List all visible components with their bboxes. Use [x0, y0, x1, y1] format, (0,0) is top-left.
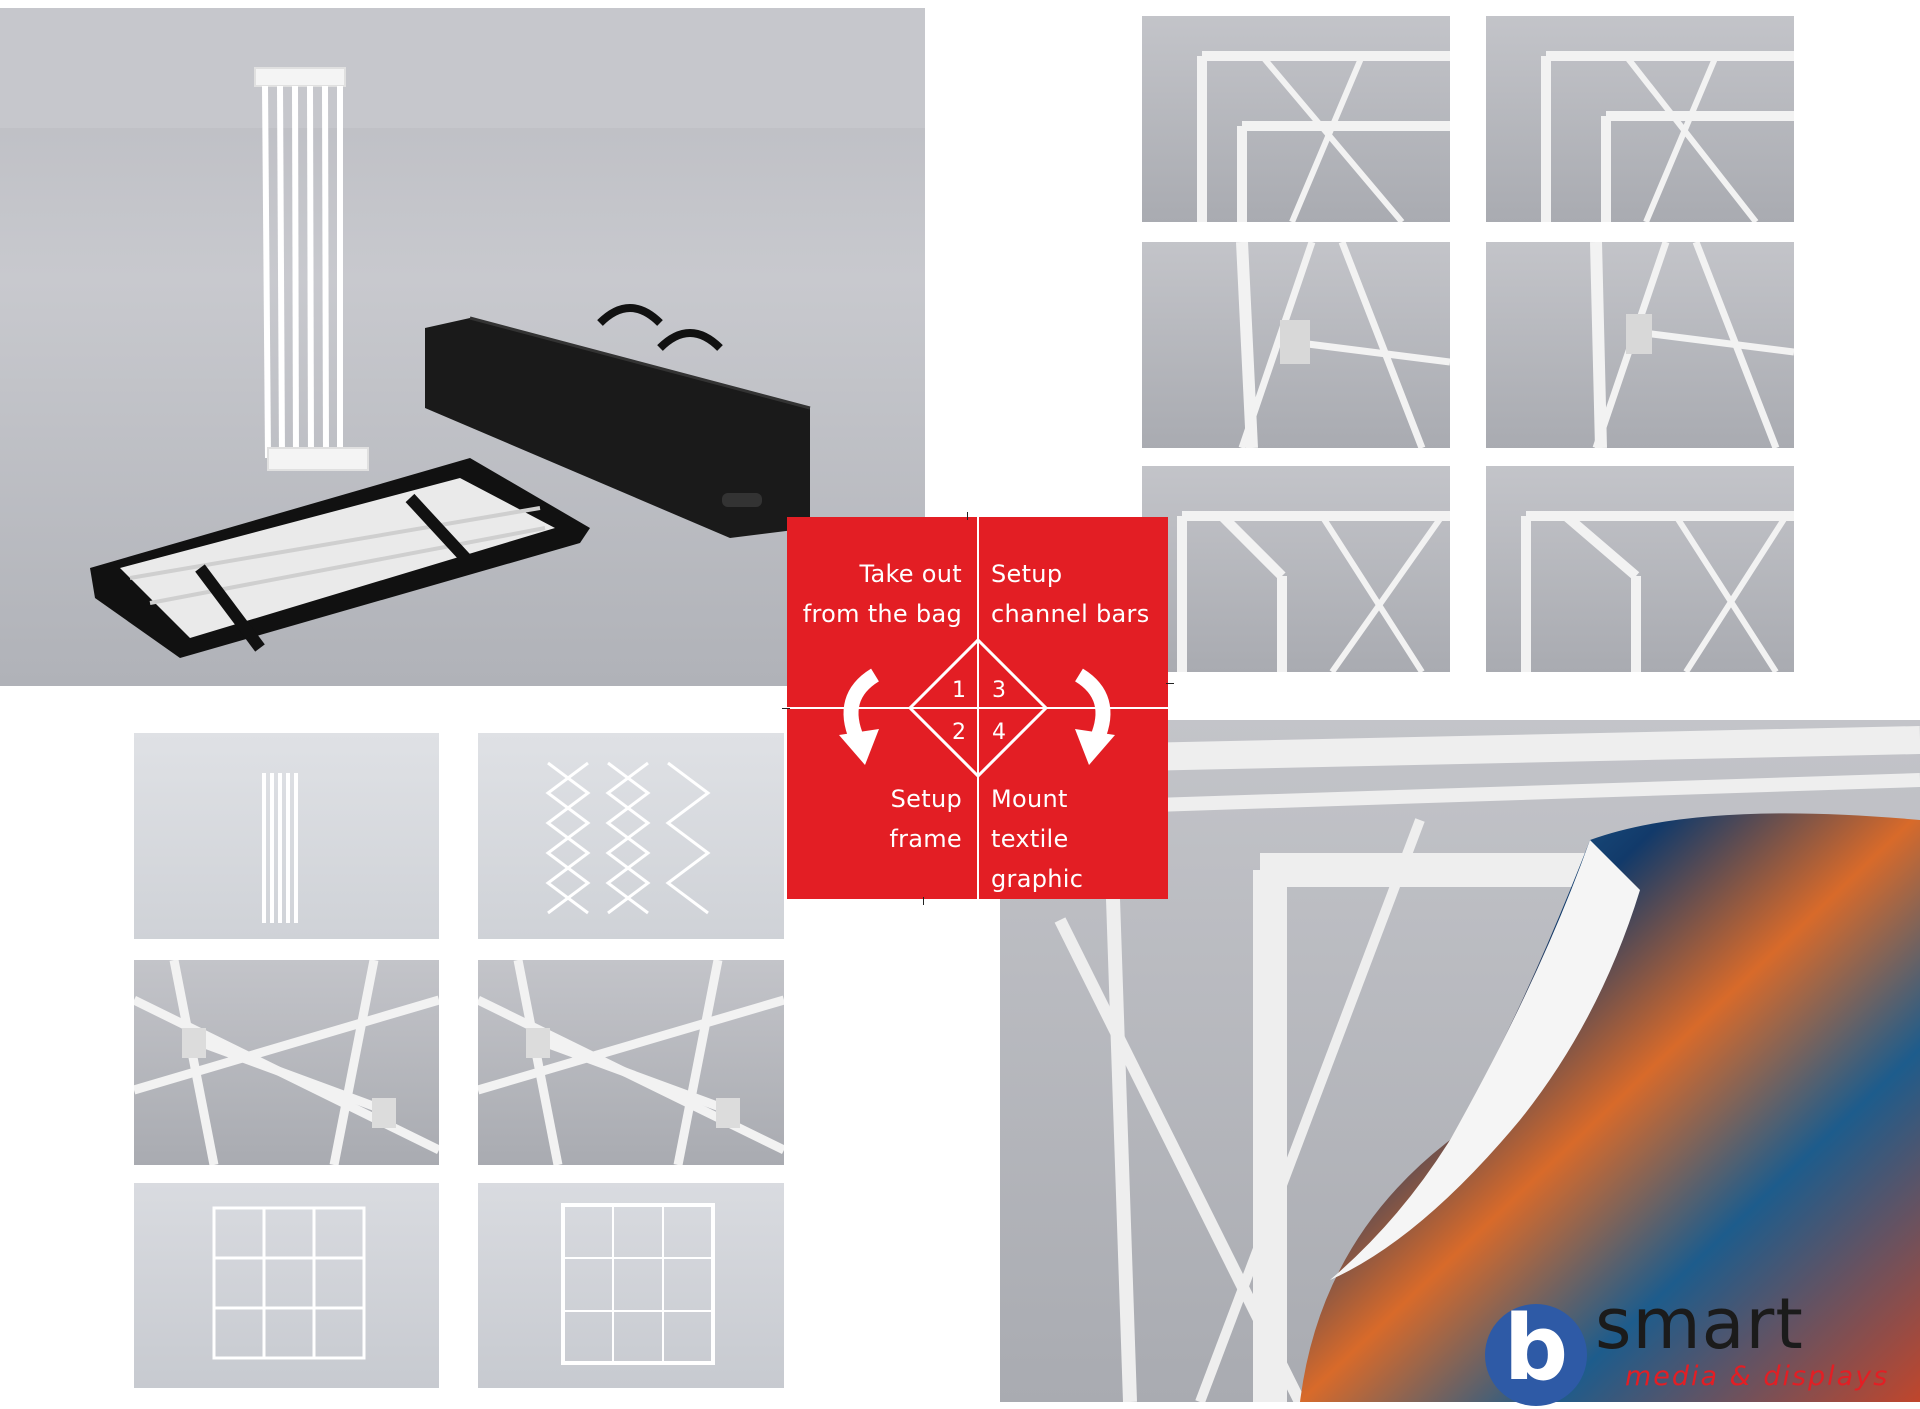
- hero-photo-frame-and-bag: [0, 8, 925, 686]
- logo-wordmark: smart: [1595, 1283, 1804, 1365]
- curved-arrow-right-icon: [1074, 668, 1115, 765]
- frame-setup-photo-2: [478, 733, 784, 939]
- step-2-line-2: frame: [889, 825, 962, 853]
- crop-mark-right: [1166, 683, 1174, 684]
- steps-diamond: [907, 637, 1049, 779]
- frame-setup-photo-4: [478, 960, 784, 1165]
- curved-arrow-left-icon: [839, 668, 880, 765]
- crop-mark-top: [967, 512, 968, 520]
- frame-setup-photo-3: [134, 960, 439, 1165]
- folded-frame-column: [254, 67, 369, 471]
- step-1-number: 1: [952, 678, 966, 703]
- logo-circle: b: [1485, 1298, 1587, 1406]
- step-3-line-2: channel bars: [991, 600, 1150, 628]
- step-3-line-1: Setup: [991, 560, 1063, 588]
- channel-bar-photo-5: [1142, 466, 1450, 672]
- open-bag-with-parts: [90, 458, 590, 658]
- setup-steps-panel: Take out from the bag Setup channel bars…: [787, 517, 1168, 899]
- channel-bar-photo-2: [1486, 16, 1794, 222]
- channel-bar-photo-3: [1142, 242, 1450, 448]
- step-diagram: 1 2 3 4: [839, 637, 1115, 779]
- step-4-line-2: textile graphic: [991, 825, 1084, 893]
- channel-bar-photo-4: [1486, 242, 1794, 448]
- step-1-label: Take out from the bag: [803, 554, 962, 634]
- step-3-label: Setup channel bars: [991, 554, 1150, 634]
- logo-letter: b: [1503, 1296, 1569, 1401]
- step-4-number: 4: [992, 720, 1006, 745]
- step-3-number: 3: [992, 678, 1006, 703]
- crop-mark-bottom: [923, 897, 924, 905]
- step-4-label: Mount textile graphic: [991, 779, 1168, 899]
- step-2-number: 2: [952, 720, 966, 745]
- step-1-line-1: Take out: [859, 560, 962, 588]
- frame-setup-photo-1: [134, 733, 439, 939]
- step-4-line-1: Mount: [991, 785, 1068, 813]
- step-2-line-1: Setup: [890, 785, 962, 813]
- frame-setup-photo-6: [478, 1183, 784, 1388]
- carry-bag: [425, 304, 811, 538]
- bsmart-logo: b smart media & displays: [1485, 1284, 1915, 1406]
- step-2-label: Setup frame: [889, 779, 962, 859]
- step-1-line-2: from the bag: [802, 600, 962, 628]
- logo-tagline: media & displays: [1625, 1361, 1890, 1392]
- channel-bar-photo-6: [1486, 466, 1794, 672]
- crop-mark-left: [782, 708, 790, 709]
- frame-setup-photo-5: [134, 1183, 439, 1388]
- channel-bar-photo-1: [1142, 16, 1450, 222]
- panel-divider-horizontal: [787, 707, 1168, 709]
